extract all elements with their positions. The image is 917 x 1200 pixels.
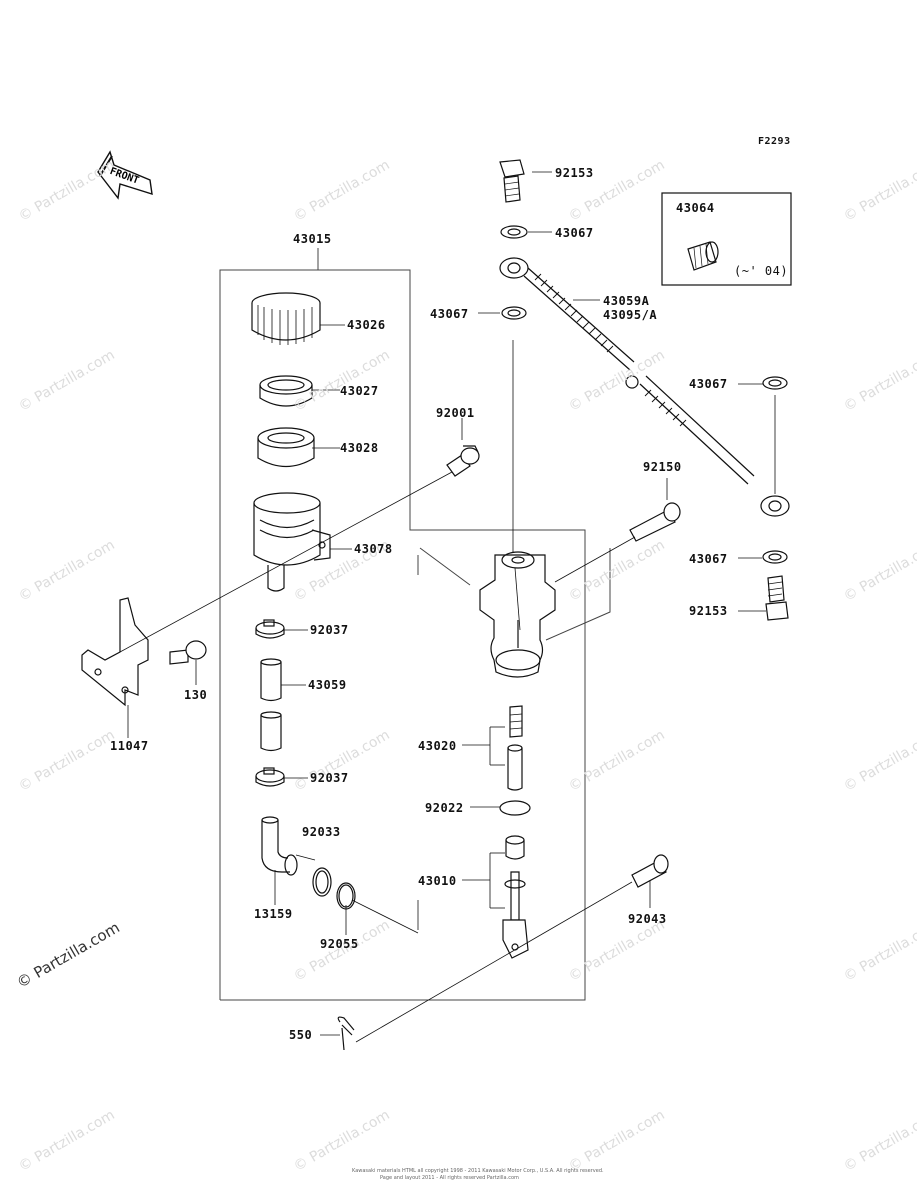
banjo-bolt-lower[interactable] bbox=[765, 575, 789, 621]
mount-bolt-part[interactable] bbox=[629, 502, 681, 542]
banjo-bolt-upper[interactable] bbox=[499, 159, 525, 203]
part-label[interactable]: 43020 bbox=[418, 739, 457, 753]
elbow-fitting-part[interactable] bbox=[261, 816, 298, 876]
diaphragm-part[interactable] bbox=[257, 427, 315, 468]
part-label[interactable]: 43067 bbox=[555, 226, 594, 240]
hose-clamp-lower[interactable] bbox=[255, 767, 285, 787]
diaphragm-plate-part[interactable] bbox=[259, 375, 313, 407]
push-rod-part[interactable] bbox=[502, 835, 529, 959]
part-label[interactable]: 92153 bbox=[555, 166, 594, 180]
part-label[interactable]: 92001 bbox=[436, 406, 475, 420]
part-label[interactable]: 43067 bbox=[430, 307, 469, 321]
part-label[interactable]: 43027 bbox=[340, 384, 379, 398]
part-label[interactable]: 92037 bbox=[310, 623, 349, 637]
part-label[interactable]: 43026 bbox=[347, 318, 386, 332]
reservoir-cap-part[interactable] bbox=[251, 292, 321, 345]
part-label[interactable]: 92153 bbox=[689, 604, 728, 618]
master-cylinder-body[interactable] bbox=[479, 551, 556, 678]
reservoir-bolt-part[interactable] bbox=[446, 445, 480, 477]
part-label[interactable]: 43078 bbox=[354, 542, 393, 556]
part-label[interactable]: 92043 bbox=[628, 912, 667, 926]
washer-mid[interactable] bbox=[501, 306, 527, 320]
washer-right-upper[interactable] bbox=[762, 376, 788, 390]
part-label[interactable]: 43059A bbox=[603, 294, 650, 308]
rubber-grommet-box bbox=[661, 192, 792, 286]
reservoir-hose-part[interactable] bbox=[260, 658, 282, 752]
assembly-outline bbox=[219, 248, 611, 1001]
leader-lines bbox=[127, 171, 766, 1036]
reservoir-part[interactable] bbox=[253, 492, 331, 592]
part-label[interactable]: 92033 bbox=[302, 825, 341, 839]
part-label[interactable]: 43095/A bbox=[603, 308, 658, 322]
part-label[interactable]: 130 bbox=[184, 688, 208, 702]
clevis-pin-part[interactable] bbox=[631, 854, 669, 888]
washer-right-lower[interactable] bbox=[762, 550, 788, 564]
part-label[interactable]: 92150 bbox=[643, 460, 682, 474]
copyright-footer-2: Page and layout 2011 - All rights reserv… bbox=[380, 1175, 519, 1181]
mount-bracket-part[interactable] bbox=[81, 597, 149, 707]
washer-upper[interactable] bbox=[500, 225, 528, 239]
front-arrow-icon bbox=[97, 150, 153, 200]
part-label[interactable]: 92055 bbox=[320, 937, 359, 951]
bracket-bolt-part[interactable] bbox=[169, 640, 207, 665]
part-label[interactable]: 43010 bbox=[418, 874, 457, 888]
part-label[interactable]: 11047 bbox=[110, 739, 149, 753]
part-label[interactable]: 92037 bbox=[310, 771, 349, 785]
part-label[interactable]: 43059 bbox=[308, 678, 347, 692]
cotter-pin-part[interactable] bbox=[337, 1016, 355, 1051]
part-label[interactable]: 43064 bbox=[676, 201, 715, 215]
brake-hose-part[interactable] bbox=[499, 257, 790, 517]
part-label[interactable]: 92022 bbox=[425, 801, 464, 815]
part-label[interactable]: 43067 bbox=[689, 377, 728, 391]
part-label[interactable]: 550 bbox=[289, 1028, 313, 1042]
piston-part[interactable] bbox=[507, 705, 523, 791]
hose-clamp-upper[interactable] bbox=[255, 619, 285, 639]
piston-circlip-part[interactable] bbox=[499, 800, 531, 816]
figure-id: F2293 bbox=[758, 136, 791, 147]
part-label[interactable]: 13159 bbox=[254, 907, 293, 921]
copyright-footer: Kawasaki materials HTML all copyright 19… bbox=[352, 1168, 604, 1174]
part-label[interactable]: 43028 bbox=[340, 441, 379, 455]
part-label[interactable]: 43067 bbox=[689, 552, 728, 566]
circlip-part[interactable] bbox=[312, 867, 332, 897]
part-label[interactable]: 43015 bbox=[293, 232, 332, 246]
range-note: (~' 04) bbox=[734, 264, 789, 278]
